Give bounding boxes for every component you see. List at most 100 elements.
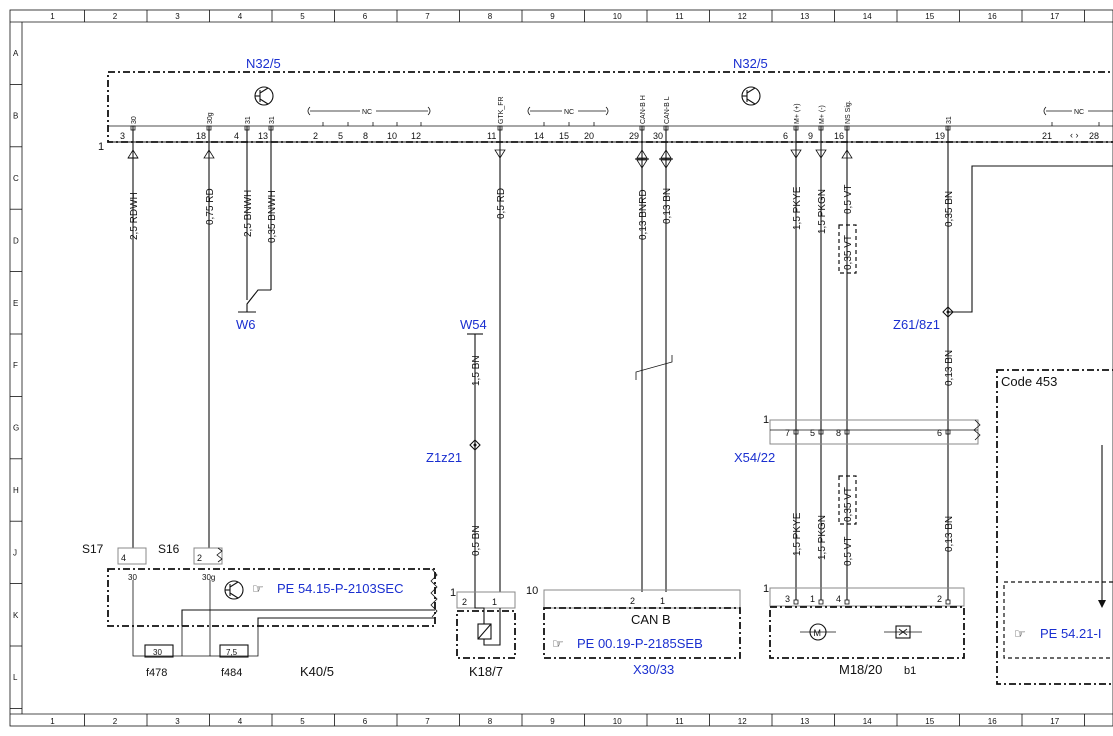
b1-label: b1 (904, 665, 916, 677)
grid-col-label: 12 (738, 717, 747, 726)
grid-row-label: J (13, 548, 17, 557)
grid-col-label: 16 (988, 717, 997, 726)
pin-number: 16 (834, 131, 844, 141)
x30-33-label: X30/33 (633, 662, 674, 677)
grid-col-label: 10 (613, 717, 622, 726)
input-arrow-icon (494, 149, 506, 159)
code453-reference-link[interactable]: PE 54.21-I (1040, 626, 1101, 641)
grid-row-label: F (13, 361, 18, 370)
pin-name: CAN-B L (664, 96, 671, 124)
pin-name: M+ (-) (819, 105, 826, 124)
grid-row-label: C (13, 174, 19, 183)
pin-number: 30 (653, 131, 663, 141)
wire-option-box (838, 224, 857, 274)
wire-label: 0,35 VT (843, 487, 854, 522)
grid-col-label: 11 (675, 717, 684, 726)
w6-label: W6 (236, 317, 256, 332)
svg-text:2: 2 (462, 597, 467, 607)
m18-connector (769, 587, 965, 607)
x54-pin-number: 8 (836, 428, 841, 438)
sensor-icon (895, 625, 911, 639)
grid-col-label: 5 (300, 12, 305, 21)
splice-icon (942, 306, 954, 318)
f484-label: f484 (221, 667, 242, 679)
x54-pin-number: 7 (785, 428, 790, 438)
wire-label: 2,5 RDWH (129, 192, 140, 240)
grid-col-label: 15 (925, 717, 934, 726)
svg-text:NC: NC (362, 109, 372, 116)
svg-text:1: 1 (763, 583, 769, 595)
grid-col-label: 7 (425, 717, 430, 726)
grid-col-label: 5 (300, 717, 305, 726)
svg-text:M: M (814, 628, 822, 638)
output-arrow-icon (841, 149, 853, 159)
svg-text:30: 30 (153, 648, 162, 657)
svg-text:NC: NC (1074, 109, 1084, 116)
svg-text:4: 4 (121, 553, 126, 563)
w54-label: W54 (460, 317, 487, 332)
bidirectional-arrow-icon (659, 149, 673, 169)
twisted-pair-mark (635, 355, 673, 380)
grid-col-label: 14 (863, 717, 872, 726)
pin-name: 30g (207, 112, 214, 124)
output-arrow-icon (203, 149, 215, 159)
wire-label: 0,5 RD (496, 188, 507, 219)
grid-col-label: 3 (175, 717, 180, 726)
nc-pin-number: 5 (338, 131, 343, 141)
wire-label: 0,13 BN (662, 188, 673, 224)
x54-22-connector (769, 419, 979, 445)
pin-number: 3 (120, 131, 125, 141)
grid-col-label: 4 (238, 12, 243, 21)
svg-text:7,5: 7,5 (226, 648, 238, 657)
grid-row-label: A (13, 49, 19, 58)
arrow-icon (1098, 600, 1106, 608)
grid-col-label: 10 (613, 12, 622, 21)
transistor-icon (741, 86, 761, 106)
pin-number: 19 (935, 131, 945, 141)
nc-pin-number: 2 (313, 131, 318, 141)
wire-option-box (838, 475, 857, 525)
fuse-icon (144, 644, 174, 658)
k40-reference-link[interactable]: PE 54.15-P-2103SEC (277, 581, 403, 596)
wire-label: 1,5 PKYE (792, 512, 803, 556)
wire-label: 0,35 BNWH (267, 190, 278, 243)
wire-label: 2,5 BNWH (243, 190, 254, 237)
wire-label: 0,13 BNRD (638, 189, 649, 240)
nc-pin-number: 14 (534, 131, 544, 141)
fuse-icon (219, 644, 249, 658)
grid-col-label: 2 (113, 12, 118, 21)
wire-label: 0,35 VT (843, 235, 854, 270)
pin-number: 4 (234, 131, 239, 141)
grid-col-label: 7 (425, 12, 430, 21)
pin-name: NS Sig. (845, 100, 852, 124)
k18-7-label: K18/7 (469, 664, 503, 679)
grid-col-label: 9 (550, 717, 555, 726)
x30-connector (543, 589, 741, 609)
x54-pin-number: 6 (937, 428, 942, 438)
code-453-inner-box (1003, 581, 1113, 659)
can-b-label: CAN B (631, 612, 671, 627)
wire-label: 0,75 RD (205, 188, 216, 225)
x30-reference-link[interactable]: PE 00.19-P-2185SEB (577, 636, 703, 651)
pin-number: 29 (629, 131, 639, 141)
svg-text:NC: NC (564, 109, 574, 116)
nc-bracket: NC (527, 106, 609, 116)
pin-number: 9 (808, 131, 813, 141)
pin-number: 11 (487, 131, 496, 141)
grid-col-label: 9 (550, 12, 555, 21)
m18-pin-number: 3 (785, 594, 790, 604)
wire-label: 1,5 PKYE (792, 186, 803, 230)
pin-name: 31 (269, 116, 276, 124)
s17-switch (117, 547, 147, 565)
grid-row-label: E (13, 299, 18, 308)
transistor-icon (254, 86, 274, 106)
pin-number: 13 (258, 131, 268, 141)
grid-row-label: L (13, 673, 18, 682)
k40-5-label: K40/5 (300, 664, 334, 679)
x54-pin-number: 5 (810, 428, 815, 438)
nc-pin-number: 12 (411, 131, 421, 141)
